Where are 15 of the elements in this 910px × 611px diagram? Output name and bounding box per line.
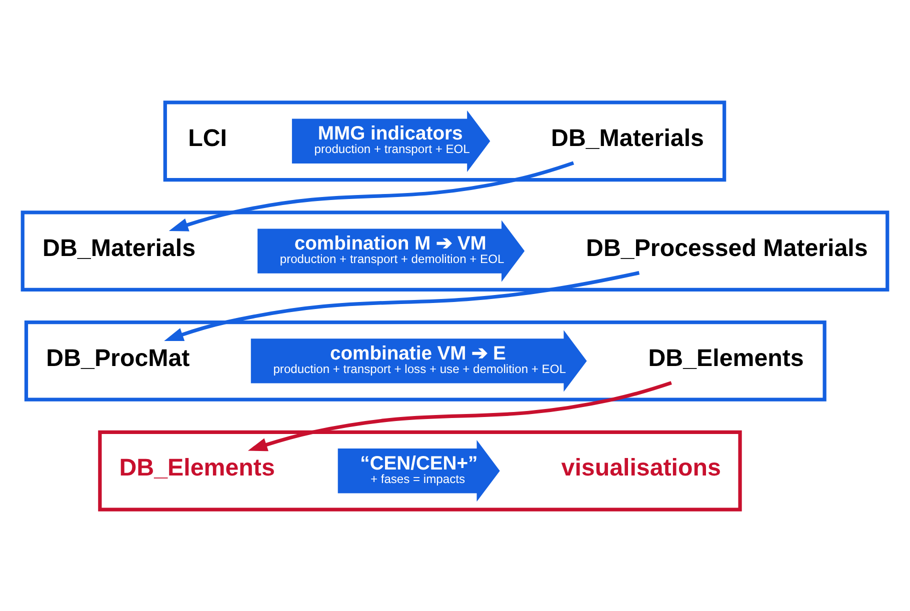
node-text: LCI <box>188 124 227 152</box>
cluster <box>163 100 726 182</box>
cluster <box>20 210 890 291</box>
cluster <box>98 430 742 511</box>
cluster <box>24 320 826 401</box>
arrow <box>168 160 574 231</box>
node-text: DB_Processed Materials <box>586 234 868 262</box>
arrow <box>248 380 672 451</box>
node-text: DB_Elements <box>119 454 275 482</box>
node-text: DB_Materials <box>551 124 704 152</box>
node-text: DB_Materials <box>42 234 196 262</box>
arrow <box>164 270 640 340</box>
node-text: DB_ProcMat <box>46 344 190 372</box>
node-text: visualisations <box>561 454 721 482</box>
node-text: DB_Elements <box>648 344 804 372</box>
